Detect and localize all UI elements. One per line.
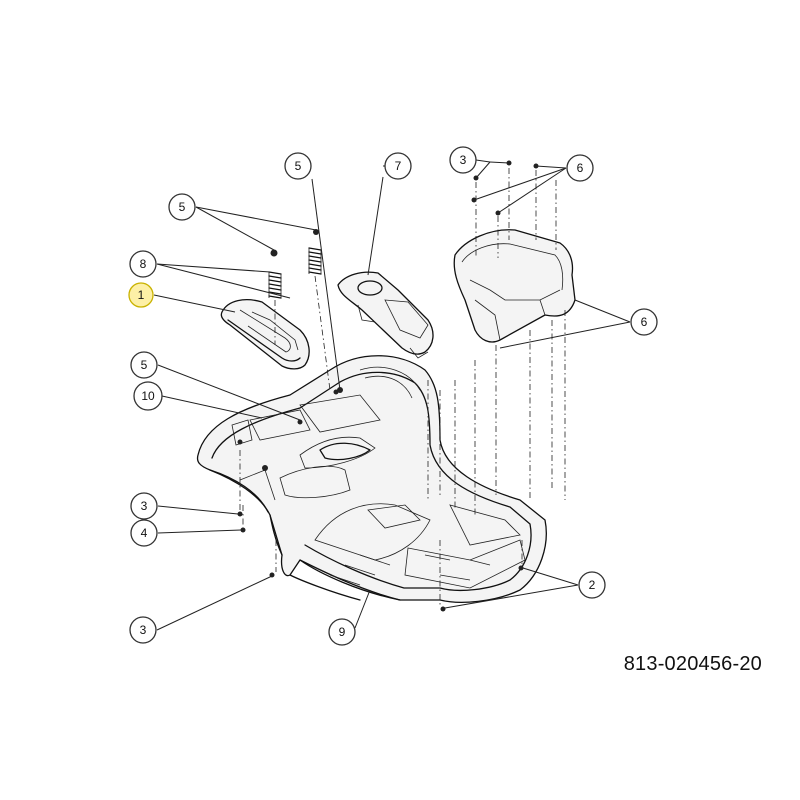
svg-text:9: 9 (339, 625, 346, 639)
callout-10: 10 (133, 381, 163, 411)
svg-text:5: 5 (295, 159, 302, 173)
cup-holder (337, 271, 434, 359)
svg-text:10: 10 (141, 389, 155, 403)
callout-8: 8 (129, 250, 157, 278)
callout-6-top: 6 (566, 154, 594, 182)
callout-3-bottom: 3 (129, 616, 157, 644)
callout-2: 2 (578, 571, 606, 599)
fender-body (196, 355, 547, 603)
springs (268, 229, 331, 391)
callout-3-top: 3 (449, 146, 477, 174)
alignment-lines (239, 168, 566, 605)
callout-5-mid: 5 (130, 351, 158, 379)
svg-text:6: 6 (577, 161, 584, 175)
svg-text:6: 6 (641, 315, 648, 329)
callout-5-upper-left: 5 (168, 193, 196, 221)
svg-text:7: 7 (395, 159, 402, 173)
callout-1: 1 (128, 282, 154, 308)
callout-3-left: 3 (130, 492, 158, 520)
svg-text:1: 1 (138, 288, 145, 302)
callout-4: 4 (130, 519, 158, 547)
callout-5-top: 5 (284, 152, 312, 180)
svg-text:4: 4 (141, 526, 148, 540)
svg-text:2: 2 (589, 578, 596, 592)
svg-text:5: 5 (179, 200, 186, 214)
part-number-label: 813-020456-20 (623, 653, 762, 675)
svg-text:8: 8 (140, 257, 147, 271)
svg-text:5: 5 (141, 358, 148, 372)
leader-lines (153, 159, 631, 631)
callout-7: 7 (383, 152, 412, 180)
svg-text:3: 3 (460, 153, 467, 167)
callout-6-right: 6 (630, 308, 658, 336)
bracket (453, 160, 576, 343)
svg-text:3: 3 (141, 499, 148, 513)
svg-text:3: 3 (140, 623, 147, 637)
fasteners (237, 389, 524, 612)
callout-9: 9 (328, 618, 356, 646)
cover-panel (220, 299, 310, 370)
